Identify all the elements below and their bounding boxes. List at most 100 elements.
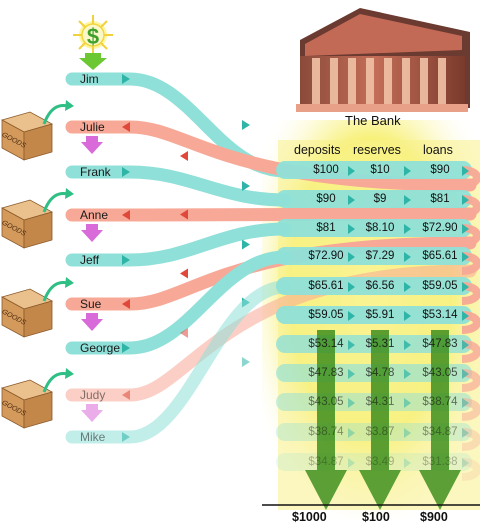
row-band	[276, 306, 472, 324]
bank-building	[296, 8, 470, 112]
table-cell-deposits: $59.05	[308, 309, 344, 321]
total-down-arrow-icon	[305, 330, 347, 510]
table-cell-deposits: $43.05	[308, 396, 344, 408]
row-band	[276, 247, 472, 265]
flow-arrow-icon	[242, 181, 250, 191]
flow-arrow-icon	[180, 151, 188, 161]
flow-arrow-icon	[242, 120, 250, 130]
table-arrow-icon	[404, 252, 411, 262]
table-cell-deposits: $81	[316, 222, 336, 234]
table-arrow-icon	[348, 224, 355, 234]
loan-return-loop	[461, 458, 480, 481]
goods-box-icon: GOODS	[1, 368, 74, 429]
flow-arrow-icon	[122, 390, 130, 400]
table-arrow-icon	[348, 398, 355, 408]
flow-arrow-icon	[122, 210, 130, 220]
deposit-flow	[65, 165, 292, 207]
table-cell-deposits: $53.14	[308, 338, 344, 350]
loan-flow	[65, 207, 477, 222]
row-band	[276, 219, 472, 237]
row-band	[276, 277, 472, 295]
table-arrow-icon	[404, 369, 411, 379]
table-cell-reserves: $9	[373, 193, 387, 205]
person-name: Jim	[80, 72, 99, 86]
table-arrow-icon	[462, 428, 469, 438]
deposit-flow	[65, 280, 292, 444]
table-cell-loans: $38.74	[422, 396, 458, 408]
table-arrow-icon	[404, 166, 411, 176]
total-reserves: $100	[362, 510, 390, 524]
table-cell-loans: $31.38	[422, 456, 458, 468]
flow-arrow-icon	[180, 209, 188, 220]
table-arrow-icon	[462, 252, 469, 262]
header-reserves: reserves	[353, 143, 401, 157]
loan-return-loop	[461, 428, 480, 451]
down-arrow-icon	[81, 313, 103, 331]
table-cell-deposits: $100	[313, 164, 339, 176]
table-cell-reserves: $3.49	[365, 456, 395, 468]
table-cell-loans: $72.90	[422, 222, 458, 234]
table-cell-reserves: $7.29	[365, 250, 395, 262]
table-arrow-icon	[462, 458, 469, 468]
person-name: Sue	[80, 297, 102, 311]
table-arrow-icon	[348, 166, 355, 176]
table-cell-deposits: $47.83	[308, 367, 344, 379]
dollar-sign: $	[87, 24, 99, 49]
table-cell-deposits: $38.74	[308, 426, 344, 438]
row-band	[276, 161, 472, 179]
table-arrow-icon	[348, 428, 355, 438]
person-name: Frank	[80, 165, 111, 179]
table-cell-loans: $34.87	[422, 426, 458, 438]
loan-flow	[65, 236, 477, 311]
table-cell-deposits: $72.90	[308, 250, 344, 262]
table-arrow-icon	[404, 195, 411, 205]
table-cell-loans: $65.61	[422, 250, 458, 262]
flow-arrow-icon	[122, 74, 130, 84]
money-icon: $	[73, 15, 113, 55]
total-deposits: $1000	[292, 510, 327, 524]
table-cell-loans: $81	[430, 193, 450, 205]
table-arrow-icon	[404, 398, 411, 408]
person-name: George	[80, 341, 121, 355]
flow-arrow-icon	[242, 239, 250, 250]
table-arrow-icon	[462, 311, 469, 321]
table-cell-reserves: $10	[370, 164, 390, 176]
table-arrow-icon	[348, 340, 355, 350]
flow-paths	[65, 72, 477, 444]
flow-arrow-icon	[122, 299, 130, 309]
table-cell-loans: $47.83	[422, 338, 458, 350]
person-name: Jeff	[80, 253, 100, 267]
total-down-arrow-icon	[419, 330, 461, 510]
flow-arrow-icon	[122, 343, 130, 353]
down-arrow-icon	[81, 136, 103, 154]
total-down-arrow-icon	[359, 330, 401, 510]
table-cell-loans: $90	[430, 164, 450, 176]
table-arrow-icon	[404, 282, 411, 292]
table-arrows	[348, 166, 469, 468]
deposit-flow	[65, 222, 292, 267]
table-arrow-icon	[404, 224, 411, 234]
flow-arrow-icon	[180, 328, 188, 338]
table-arrow-icon	[462, 398, 469, 408]
table-arrow-icon	[462, 166, 469, 176]
table-cell-reserves: $5.91	[365, 309, 395, 321]
goods-box-icon: GOODS	[1, 188, 74, 249]
table-arrow-icon	[404, 340, 411, 350]
money-down-arrow-icon	[79, 53, 107, 70]
table-arrow-icon	[348, 458, 355, 468]
flow-arrow-icon	[122, 167, 130, 177]
bank-title: The Bank	[345, 113, 401, 128]
table-cell-loans: $43.05	[422, 367, 458, 379]
person-name: Mike	[80, 430, 106, 444]
goods-box-icon: GOODS	[1, 277, 74, 338]
person-name: Anne	[80, 208, 109, 222]
header-deposits: deposits	[294, 143, 341, 157]
header-loans: loans	[423, 143, 453, 157]
deposit-flow	[65, 250, 292, 355]
table-arrow-icon	[462, 195, 469, 205]
table-arrow-icon	[462, 369, 469, 379]
table-cell-reserves: $5.31	[365, 338, 395, 350]
table-arrow-icon	[404, 458, 411, 468]
